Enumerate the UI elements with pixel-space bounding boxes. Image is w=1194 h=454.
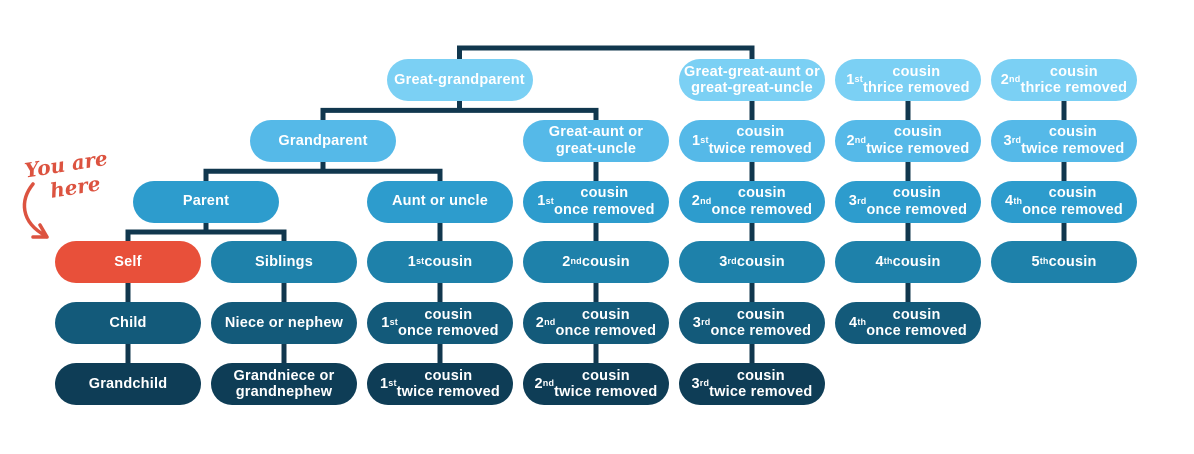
node-parent: Parent bbox=[133, 180, 279, 223]
node-siblings: Siblings bbox=[211, 241, 357, 284]
curved-arrow-icon bbox=[22, 182, 49, 239]
node-self: Self bbox=[55, 241, 201, 284]
node-grandchild: Grandchild bbox=[55, 363, 201, 405]
node-child: Child bbox=[55, 302, 201, 345]
node-niece-or-nephew: Niece or nephew bbox=[211, 302, 357, 345]
node-great-grandparent: Great-grandparent bbox=[386, 59, 533, 101]
node-grandparent: Grandparent bbox=[250, 119, 396, 162]
node-aunt-or-uncle: Aunt or uncle bbox=[367, 180, 513, 223]
